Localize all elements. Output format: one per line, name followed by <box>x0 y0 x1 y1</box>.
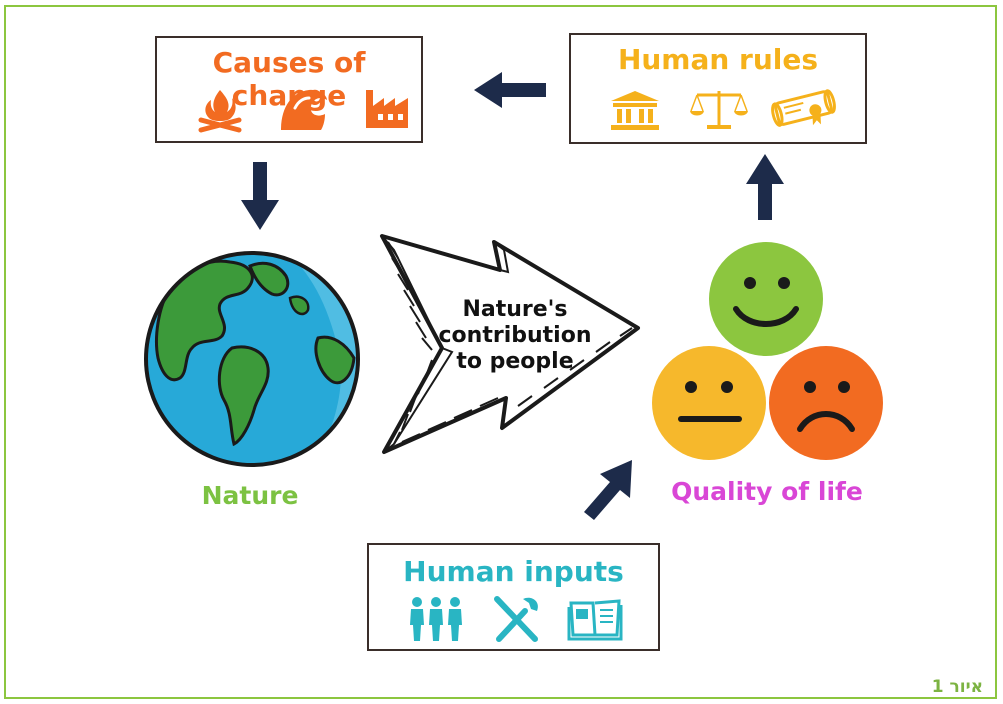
figure-caption: איור 1 <box>931 677 983 697</box>
human-rules-box: Human rules <box>569 33 867 144</box>
arrow-up-icon <box>746 154 784 220</box>
human-inputs-box: Human inputs <box>367 543 660 651</box>
neutral-face-icon <box>652 346 766 460</box>
nature-label: Nature <box>201 481 299 510</box>
happy-face-icon <box>709 242 823 356</box>
arrow-text: Nature's contribution to people <box>420 297 610 375</box>
arrow-text-line-3: to people <box>456 349 574 374</box>
arrow-left-icon <box>474 72 546 108</box>
arrow-text-line-1: Nature's <box>462 297 568 322</box>
people-group-icon <box>410 597 462 641</box>
courthouse-icon <box>611 91 659 130</box>
human-inputs-title: Human inputs <box>403 555 624 588</box>
diploma-icon <box>771 89 836 127</box>
contribution-arrow-icon <box>380 234 640 454</box>
arrow-diagonal-icon <box>584 460 632 520</box>
earth-globe-icon <box>144 251 360 467</box>
arrow-down-icon <box>241 162 279 230</box>
quality-of-life-label: Quality of life <box>671 477 863 506</box>
tools-icon <box>494 596 538 642</box>
scales-icon <box>690 91 748 129</box>
human-rules-title: Human rules <box>617 43 819 76</box>
sad-face-icon <box>769 346 883 460</box>
campfire-icon <box>198 90 242 133</box>
causes-of-change-box: Causes of change <box>155 36 423 143</box>
wave-icon <box>281 89 327 130</box>
arrow-text-line-2: contribution <box>438 323 592 348</box>
diagram-frame <box>4 5 997 699</box>
book-icon <box>567 599 623 641</box>
factory-icon <box>366 90 408 128</box>
